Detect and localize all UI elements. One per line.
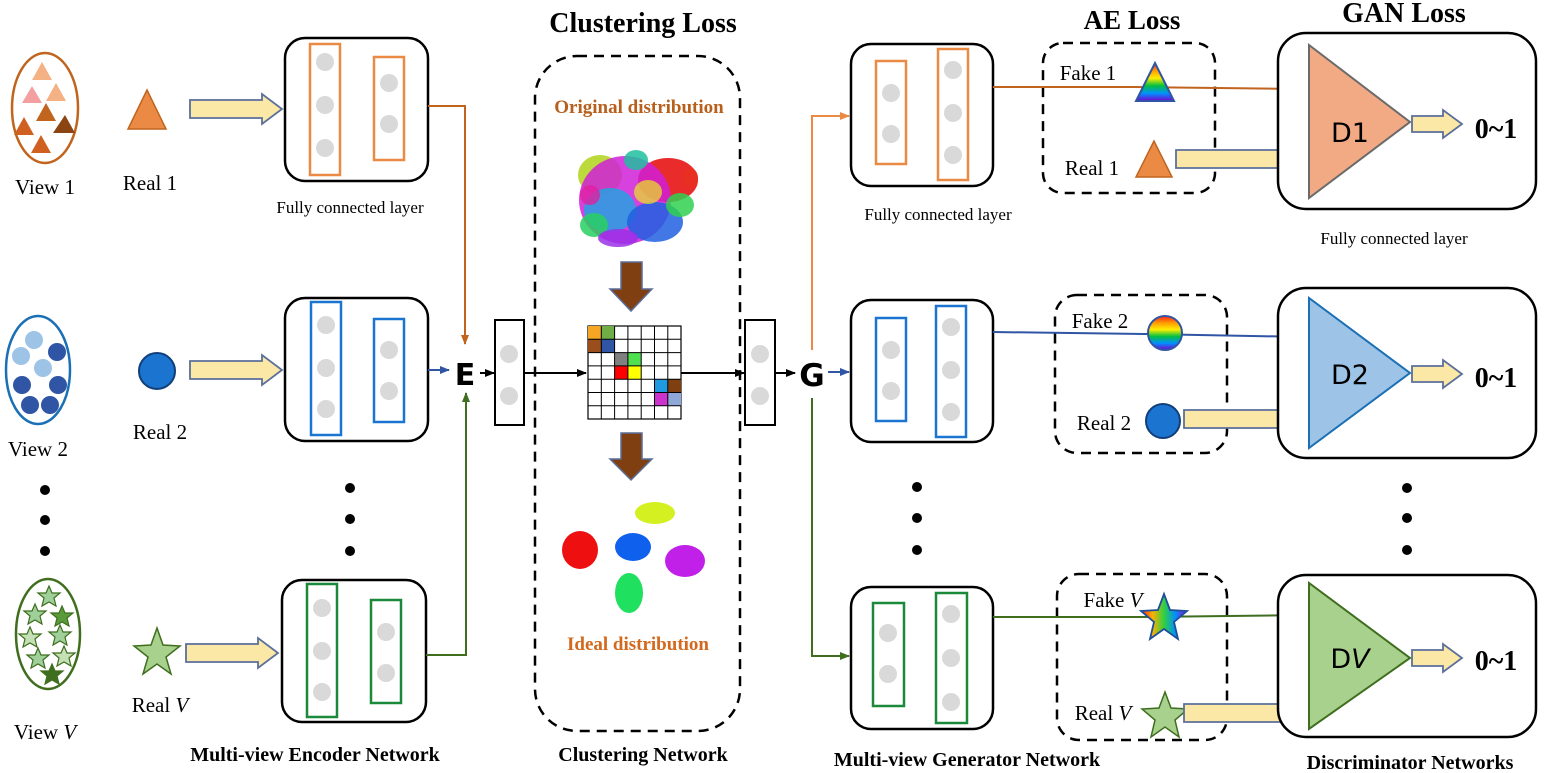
generator-ellipsis [912, 482, 922, 555]
encoder-block-2 [283, 296, 430, 443]
view-ellipsis [40, 485, 50, 556]
fake-1-label: Fake 1 [1060, 61, 1117, 85]
view-1-cluster [10, 51, 80, 165]
encoder-block-V [280, 578, 428, 724]
encoder-fc-label: Fully connected layer [276, 198, 424, 217]
G-to-generator1-line [811, 112, 850, 350]
ae-loss-title: AE Loss [1084, 5, 1181, 35]
discriminator-block-V: DV 0~1 [1276, 573, 1538, 739]
discriminator-1-output: 0~1 [1475, 114, 1518, 145]
view-2-cluster [4, 314, 72, 426]
star-icon [131, 625, 183, 676]
generator-block-2 [849, 298, 995, 444]
triangle-icon [126, 88, 168, 130]
real-2-ae-label: Real 2 [1077, 411, 1131, 435]
view-1-label: View 1 [15, 175, 75, 199]
down-arrow-icon [608, 432, 654, 482]
generator-fc-label: Fully connected layer [864, 205, 1012, 224]
real-1-ae-label: Real 1 [1065, 156, 1119, 180]
circle-icon [138, 352, 176, 390]
G-to-generatorV-line [811, 398, 850, 660]
clustering-loss-box [533, 54, 742, 733]
discriminator-fc-label: Fully connected layer [1320, 229, 1468, 248]
ideal-distribution-label: Ideal distribution [567, 634, 709, 655]
real-1-label: Real 1 [123, 171, 177, 195]
assignment-matrix [587, 325, 682, 420]
circle-cluster-icon [12, 331, 67, 414]
generator-node-G: G [799, 358, 824, 394]
input-arrows [185, 92, 284, 670]
view-V-label: View V [14, 720, 78, 744]
latent-vector-out [744, 319, 776, 426]
real-V-ae-label: Real V [1075, 701, 1134, 725]
star-cluster-icon [17, 584, 77, 686]
real-V-label: Real V [132, 693, 191, 717]
gan-loss-title: GAN Loss [1342, 0, 1466, 29]
fake-V-label: Fake V [1084, 588, 1145, 612]
gen2-to-D2-line [992, 331, 1308, 341]
discriminator-2-output: 0~1 [1475, 363, 1518, 394]
view-V-cluster [14, 577, 82, 691]
gen1-to-D1-line [993, 84, 1308, 93]
generator-block-1 [849, 42, 995, 188]
discriminator-V-output: 0~1 [1475, 646, 1518, 677]
view1-to-E-line [428, 105, 469, 345]
encoder-ellipsis [345, 483, 355, 556]
generator-block-V [849, 585, 995, 731]
fake-2-label: Fake 2 [1072, 309, 1129, 333]
discriminator-network-label: Discriminator Networks [1307, 752, 1514, 773]
encoder-block-1 [283, 36, 430, 183]
discriminator-block-2: D2 0~1 [1276, 286, 1538, 460]
discriminator-block-1: D1 0~1 [1276, 31, 1538, 211]
original-distribution-scatter [578, 150, 698, 247]
discriminator-ellipsis [1402, 483, 1412, 555]
rainbow-star-icon [1138, 591, 1190, 642]
genV-to-DV-line [993, 611, 1308, 620]
ae-loss-box-V [1055, 572, 1229, 742]
triangle-cluster-icon [14, 62, 75, 153]
discriminator-2-label: D2 [1331, 360, 1369, 391]
original-distribution-label: Original distribution [554, 97, 724, 118]
rainbow-triangle-icon [1134, 60, 1176, 102]
ae-loss-box-2 [1053, 293, 1229, 455]
viewV-to-E-line [426, 392, 470, 656]
down-arrow-icon [608, 261, 654, 313]
ideal-distribution-scatter [562, 502, 705, 613]
encoder-node-E: E [455, 358, 476, 393]
generator-network-label: Multi-view Generator Network [834, 749, 1101, 771]
clustering-loss-title: Clustering Loss [549, 8, 737, 39]
triangle-icon [1134, 139, 1174, 178]
discriminator-V-label: DV [1330, 644, 1372, 675]
rainbow-circle-icon [1147, 315, 1183, 351]
circle-icon [1145, 403, 1181, 439]
clustering-network-label: Clustering Network [558, 744, 728, 766]
view-2-label: View 2 [8, 437, 68, 461]
encoder-network-label: Multi-view Encoder Network [190, 744, 440, 766]
discriminator-1-label: D1 [1331, 118, 1369, 149]
real-2-label: Real 2 [133, 420, 187, 444]
latent-vector-in [494, 319, 525, 426]
star-icon [1140, 689, 1190, 739]
